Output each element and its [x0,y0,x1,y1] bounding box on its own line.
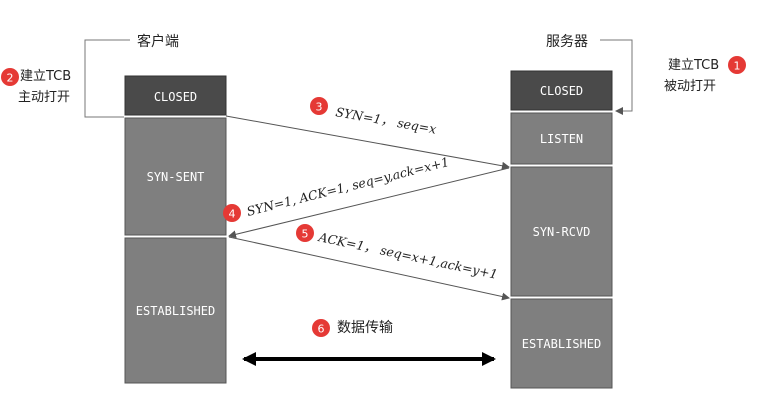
syn-ack-arrow [228,167,510,239]
server-state-syn-rcvd-label: SYN-RCVD [533,225,591,239]
client-title: 客户端 [137,33,179,50]
syn-ack-label: SYN=1, ACK=1, seq=y,ack=x+1 [245,154,451,219]
server-bracket [600,39,633,115]
data-transfer-label: 数据传输 [337,320,393,336]
client-state-syn-sent-label: SYN-SENT [147,170,205,184]
client-bracket [84,39,130,118]
ack-arrow [228,236,510,301]
badge-2: 2 [1,68,19,86]
client-state-syn-sent [124,117,227,236]
server-state-syn-rcvd [510,166,613,297]
syn-label: SYN=1， seq=x [334,104,437,136]
badge-5-label: 5 [302,228,309,241]
server-state-listen [510,112,613,165]
badge-5: 5 [296,224,314,242]
server-note-line1: 建立TCB [668,58,719,73]
badge-4-label: 4 [229,208,236,221]
server-note-line2: 被动打开 [664,79,716,94]
server-column: CLOSED LISTEN SYN-RCVD ESTABLISHED [510,70,613,389]
badge-3: 3 [310,97,328,115]
client-column: CLOSED SYN-SENT ESTABLISHED [124,75,227,384]
badge-2-label: 2 [7,72,14,85]
client-state-closed [124,75,227,116]
server-state-established [510,298,613,389]
server-state-listen-label: LISTEN [540,132,583,146]
server-state-closed-label: CLOSED [540,84,583,98]
badge-6-label: 6 [318,323,325,336]
client-note-line2: 主动打开 [18,90,70,105]
server-state-closed [510,70,613,111]
badge-1-label: 1 [734,60,741,73]
badge-6: 6 [312,319,330,337]
server-state-established-label: ESTABLISHED [522,337,601,351]
badge-4: 4 [223,204,241,222]
client-state-established [124,237,227,384]
client-state-closed-label: CLOSED [154,90,197,104]
client-state-established-label: ESTABLISHED [136,304,215,318]
server-title: 服务器 [546,34,588,50]
ack-label: ACK=1， seq=x+1,ack=y+1 [316,229,499,282]
badge-3-label: 3 [316,101,323,114]
client-note-line1: 建立TCB [20,69,71,84]
syn-arrow [225,115,510,170]
badge-1: 1 [728,56,746,74]
